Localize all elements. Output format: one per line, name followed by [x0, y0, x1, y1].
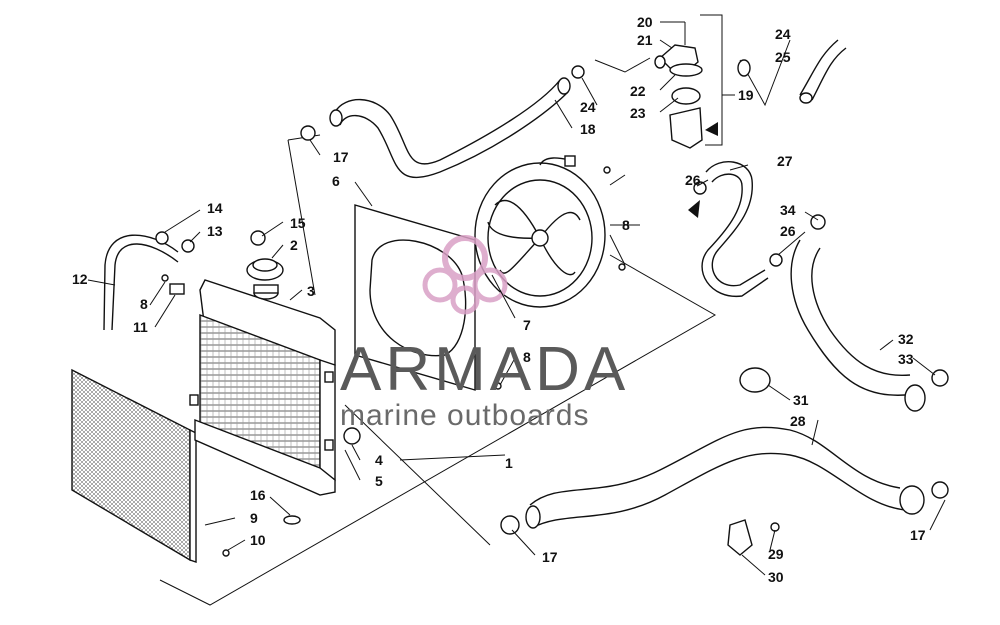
leader-lines [87, 21, 946, 576]
callout-3: 3 [307, 283, 315, 299]
callout-22: 22 [630, 83, 646, 99]
clamps [494, 166, 780, 556]
thermostat-housing [654, 22, 718, 149]
radiator-cap [246, 258, 284, 281]
callout-11: 11 [133, 319, 148, 335]
hose-32 [790, 214, 949, 412]
callout-23: 23 [630, 105, 646, 121]
cooling-fan [474, 155, 606, 308]
mesh-screen [71, 368, 197, 563]
callout-31: 31 [793, 392, 809, 408]
callout-24b: 24 [580, 99, 596, 115]
callout-2: 2 [290, 237, 298, 253]
callout-28: 28 [790, 413, 806, 429]
assembly-outline [159, 14, 791, 606]
overflow-hose [103, 234, 179, 331]
callout-19: 19 [738, 87, 754, 103]
callout-30: 30 [768, 569, 784, 585]
callout-16: 16 [250, 487, 266, 503]
callout-6: 6 [332, 173, 340, 189]
callout-33: 33 [898, 351, 914, 367]
bypass-hose [737, 39, 847, 104]
callout-34: 34 [780, 202, 796, 218]
hose-28 [500, 426, 949, 535]
callout-5: 5 [375, 473, 383, 489]
callout-13: 13 [207, 223, 223, 239]
watermark-logo [422, 235, 508, 315]
callout-27: 27 [777, 153, 793, 169]
callout-18: 18 [580, 121, 596, 137]
callout-20: 20 [637, 14, 653, 30]
callout-26b: 26 [780, 223, 796, 239]
callout-17c: 17 [910, 527, 926, 543]
callout-9: 9 [250, 510, 258, 526]
hose-27 [688, 161, 783, 297]
callout-24a: 24 [775, 26, 791, 42]
callout-12: 12 [72, 271, 88, 287]
callout-labels: 20 21 22 23 19 24 25 24 18 17 6 14 13 15… [72, 14, 926, 585]
callout-32: 32 [898, 331, 914, 347]
fittings [155, 125, 361, 557]
callout-15: 15 [290, 215, 306, 231]
callout-7: 7 [523, 317, 531, 333]
callout-17a: 17 [333, 149, 349, 165]
callout-8a: 8 [140, 296, 148, 312]
callout-25: 25 [775, 49, 791, 65]
callout-8c: 8 [523, 349, 531, 365]
callout-14: 14 [207, 200, 223, 216]
callout-1: 1 [505, 455, 513, 471]
callout-4: 4 [375, 452, 383, 468]
radiator [189, 279, 336, 496]
callout-26a: 26 [685, 172, 701, 188]
watermark-title: ARMADA [340, 335, 629, 404]
upper-hose [329, 65, 585, 179]
callout-17b: 17 [542, 549, 558, 565]
callout-29: 29 [768, 546, 784, 562]
watermark-subtitle: marine outboards [340, 399, 589, 432]
callout-8b: 8 [622, 217, 630, 233]
callout-10: 10 [250, 532, 266, 548]
callout-21: 21 [637, 32, 653, 48]
